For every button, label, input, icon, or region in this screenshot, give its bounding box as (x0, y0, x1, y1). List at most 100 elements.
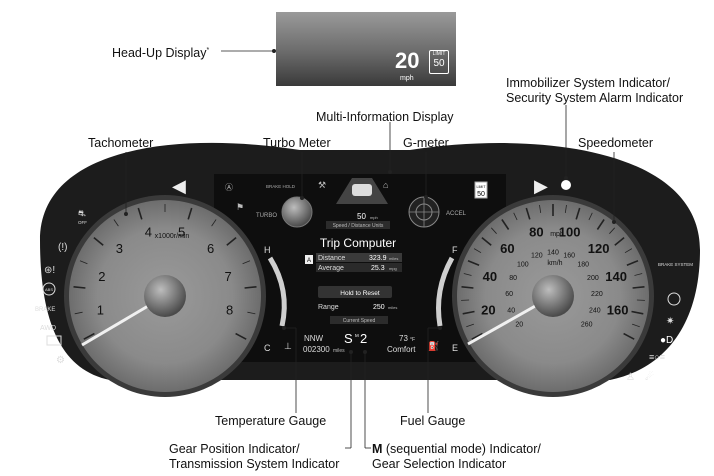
tachometer-callout: Tachometer (88, 136, 154, 150)
distance-value: 323.9 (369, 255, 387, 262)
hud-callout-footnote-mark: * (206, 47, 210, 54)
mid-callout: Multi-Information Display (316, 110, 454, 124)
light-on-icon: ≡○≡ (649, 352, 665, 362)
tachometer-tick-label-4: 4 (145, 225, 152, 240)
speedo-ticks-7 (473, 248, 482, 254)
speedo-ticks-5 (463, 273, 472, 276)
abs-indicator-ring (42, 282, 56, 296)
speedo-ticks-22 (626, 259, 639, 267)
current-speed-label: Current Speed (343, 318, 376, 324)
display-limit-label: LIMIT (477, 185, 487, 189)
speedo-ticks-8 (481, 236, 492, 246)
temperature-hot-label: H (264, 245, 271, 255)
seatbelt-icon: ♙ (626, 372, 635, 383)
display-limit-value: 50 (477, 191, 485, 198)
fuel-pump-icon: ⛽ (428, 340, 439, 351)
tach-ticks-4 (93, 236, 104, 246)
speedo-ticks-9 (491, 227, 497, 234)
speedo-ticks-4 (461, 286, 474, 289)
left-turn-signal-icon: ◀ (172, 176, 186, 196)
hold-reset-button (318, 286, 392, 298)
speedo-ticks-16 (575, 207, 581, 220)
speedo-ticks-1 (466, 323, 475, 328)
fuel-empty-label: E (452, 343, 458, 353)
immobilizer-indicator-icon (561, 180, 571, 190)
tach-ticks-0 (83, 332, 95, 340)
odometer-value: 002300 (303, 345, 330, 354)
speedometer-inner-tick-label-240: 240 (589, 307, 601, 314)
speedo-ticks-15 (564, 204, 567, 213)
tachometer-tick-label-8: 8 (226, 302, 233, 317)
speedo-ticks-21 (624, 248, 633, 254)
speedometer-inner-tick-label-140: 140 (547, 249, 559, 256)
tachometer-tick-label-2: 2 (98, 269, 105, 284)
compass-heading: NNW (304, 334, 324, 343)
turbo-label: TURBO (256, 213, 277, 219)
speedo-ticks-20 (614, 236, 625, 246)
speedometer-tick-label-160: 160 (607, 302, 629, 317)
speedo-ticks-17 (588, 212, 593, 221)
car-graphic (352, 184, 372, 196)
gear-number: 2 (360, 331, 367, 346)
accel-label: ACCEL (446, 211, 467, 217)
tachometer-tick-label-1: 1 (97, 302, 104, 317)
speedo-ticks-27 (631, 323, 640, 328)
average-value: 25.3 (371, 265, 385, 272)
hud-speed-limit-sign: LIMIT 50 (429, 50, 449, 74)
speedometer-inner-tick-label-160: 160 (563, 253, 575, 260)
g-meter-callout: G-meter (403, 136, 449, 150)
speedo-ticks-19 (609, 227, 615, 234)
tach-ticks-9 (211, 219, 217, 227)
average-row-bar (316, 263, 402, 272)
temperature-gauge-arc (267, 256, 287, 327)
tachometer-unit: x1000r/min (155, 233, 190, 240)
distance-row-bar (316, 253, 402, 262)
speedometer-tick-label-40: 40 (483, 269, 497, 284)
right-turn-signal-icon: ▶ (534, 176, 548, 196)
fuel-full-label: F (452, 245, 458, 255)
speedometer-tick-label-140: 140 (605, 269, 627, 284)
wrench-icon: ⚒ (318, 180, 326, 190)
tachometer-tick-label-5: 5 (178, 225, 185, 240)
trip-badge (305, 255, 313, 264)
range-unit: miles (388, 305, 397, 310)
speedo-ticks-24 (632, 286, 645, 289)
vehicle-settings-icon: Ⓐ (225, 183, 233, 192)
speedo-ticks-0 (471, 332, 483, 340)
tach-ticks-1 (74, 311, 83, 315)
immobilizer-callout-line1: Immobilizer System Indicator/ (506, 76, 670, 90)
speedometer-inner-tick-label-60: 60 (505, 291, 513, 298)
distance-unit: miles (389, 256, 398, 261)
hud-speed: 20 (395, 48, 420, 73)
turbo-meter-dial (281, 196, 313, 228)
display-speed: 50 (357, 212, 366, 221)
tach-ticks-12 (244, 286, 257, 289)
drive-mode: Comfort (387, 345, 416, 354)
odometer-unit: miles (333, 348, 345, 354)
parking-brake-icon (667, 292, 681, 306)
tachometer-tick-marks (73, 204, 257, 340)
high-beam-icon: ●D (660, 335, 673, 346)
tach-ticks-13 (247, 311, 256, 315)
tach-ticks-8 (187, 207, 193, 220)
tach-ticks-2 (73, 286, 86, 289)
distance-label: Distance (318, 255, 345, 262)
outside-temperature: 73 (399, 334, 408, 343)
speedometer-tick-label-100: 100 (559, 225, 581, 240)
awd-indicator-label: AWD (40, 325, 56, 332)
airbag-icon: ☄ (645, 371, 654, 383)
hud-limit-label: LIMIT (432, 51, 446, 57)
m-indicator-callout-line1: M (sequential mode) Indicator/ (372, 442, 541, 456)
temperature-gauge-callout: Temperature Gauge (215, 414, 327, 428)
fog-light-icon: ✷ (666, 316, 674, 327)
speedo-ticks-11 (513, 212, 518, 221)
speedometer-tick-label-80: 80 (529, 225, 543, 240)
speedometer-inner-tick-label-40: 40 (507, 307, 515, 314)
speedometer-inner-tick-label-100: 100 (517, 261, 529, 268)
speedometer-tick-label-120: 120 (588, 241, 610, 256)
range-label: Range (318, 304, 339, 311)
speedo-ticks-12 (525, 207, 531, 220)
hud-callout-text: Head-Up Display (112, 46, 207, 61)
tach-ticks-3 (79, 260, 88, 265)
